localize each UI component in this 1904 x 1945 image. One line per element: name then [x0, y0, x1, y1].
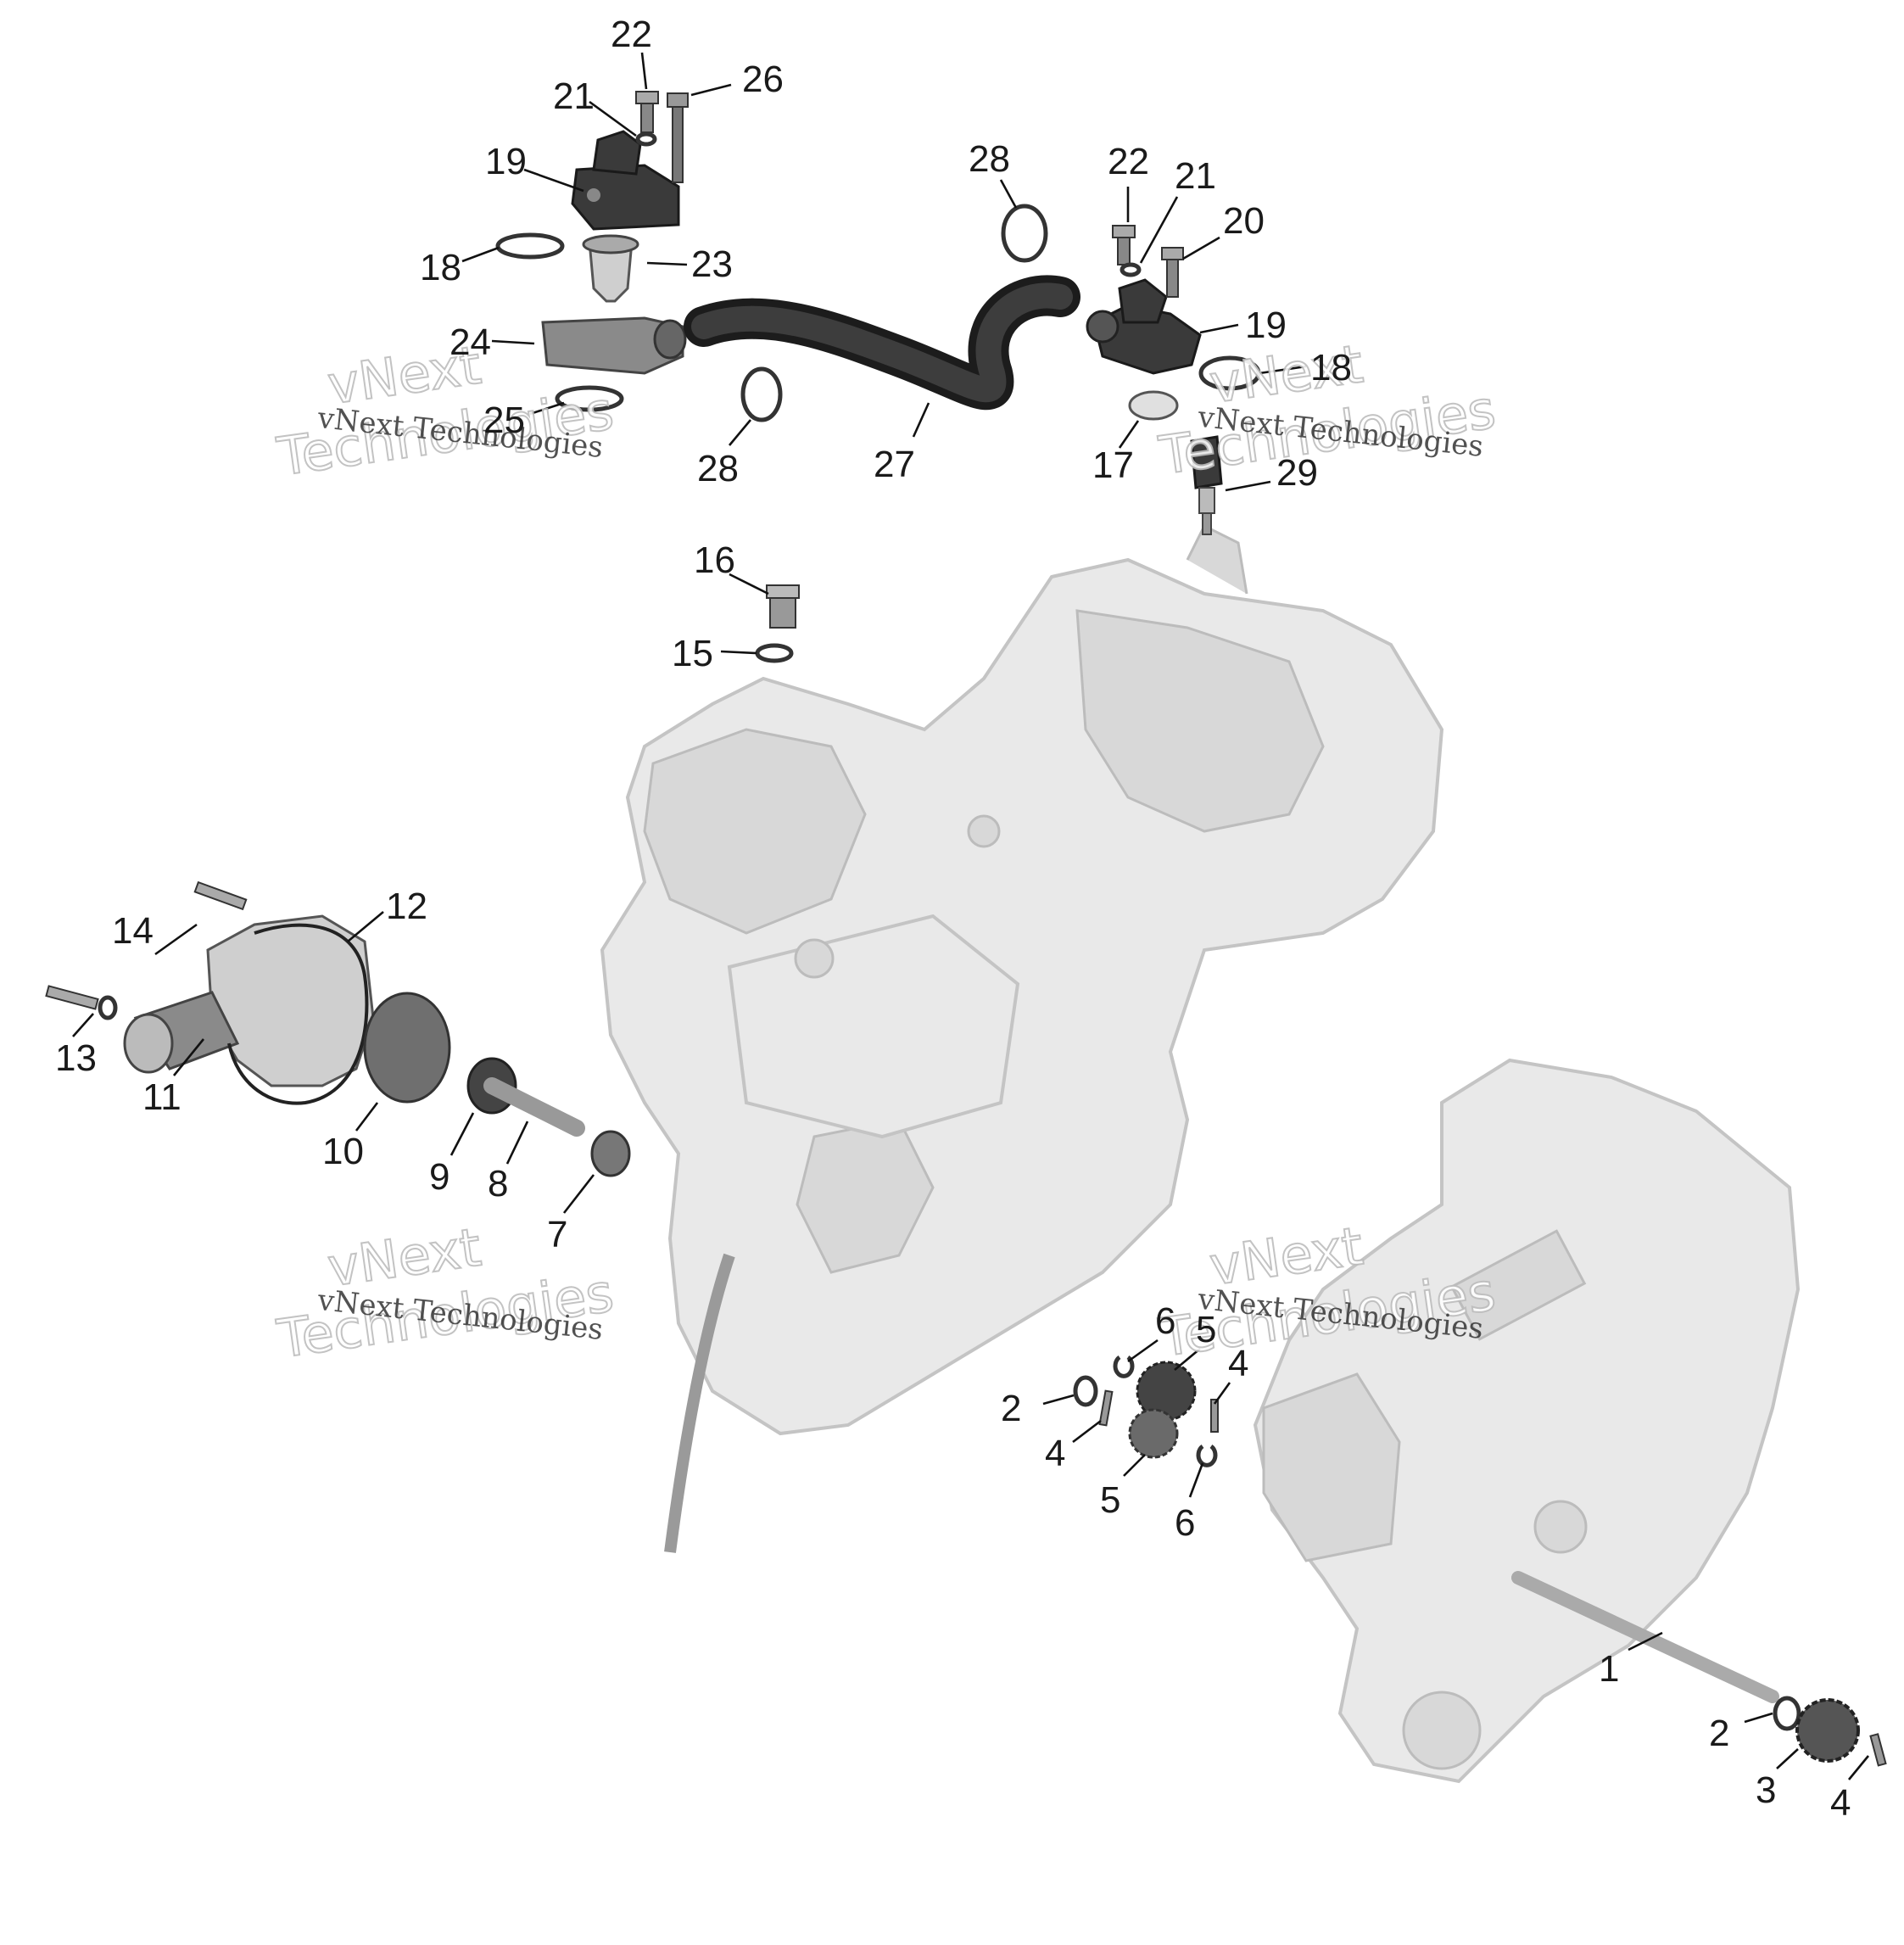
callout-28: 28 — [969, 138, 1010, 180]
callout-4: 4 — [1228, 1343, 1248, 1384]
bolt-26 — [667, 92, 689, 183]
callout-23: 23 — [691, 243, 733, 285]
callout-22: 22 — [1108, 141, 1149, 182]
impeller-10 — [363, 992, 451, 1104]
callout-4: 4 — [1830, 1782, 1851, 1824]
callout-14: 14 — [112, 910, 154, 952]
callout-5: 5 — [1100, 1479, 1120, 1521]
callout-21: 21 — [553, 75, 595, 117]
clip-6-lower — [1196, 1444, 1218, 1467]
thermostat-23 — [582, 234, 639, 303]
callout-7: 7 — [547, 1214, 567, 1255]
callout-2: 2 — [1709, 1713, 1729, 1754]
callout-11: 11 — [142, 1076, 181, 1118]
bolt-14-lower — [45, 985, 99, 1010]
callout-27: 27 — [874, 444, 915, 485]
callout-19: 19 — [485, 141, 527, 182]
plug-16 — [766, 584, 800, 629]
callout-29: 29 — [1276, 452, 1318, 494]
sensor-29 — [1190, 435, 1223, 535]
watermark-top-left: vNext Technologies vNext Technologies — [272, 333, 618, 489]
callout-25: 25 — [483, 400, 525, 441]
o-ring-18-left — [495, 232, 565, 260]
callout-13: 13 — [55, 1037, 97, 1079]
pin-4-bottom — [1869, 1733, 1887, 1767]
shaft-1 — [1511, 1571, 1779, 1703]
thermostat-housing-left — [571, 130, 680, 231]
callout-8: 8 — [488, 1163, 508, 1204]
callout-18: 18 — [420, 247, 461, 288]
pin-4-center-left — [1098, 1389, 1114, 1427]
washer-15 — [755, 643, 794, 663]
thermostat-housing-right — [1086, 278, 1202, 375]
callout-9: 9 — [429, 1156, 449, 1198]
callout-5: 5 — [1196, 1309, 1216, 1350]
bearing-7 — [590, 1130, 631, 1177]
bolt-20 — [1161, 247, 1184, 298]
callout-15: 15 — [672, 633, 713, 674]
callout-24: 24 — [449, 321, 491, 363]
bolt-22-left — [635, 91, 659, 133]
hose-clamp-28-right — [1001, 204, 1048, 263]
crankcase-cover — [1253, 1058, 1801, 1784]
callout-17: 17 — [1092, 444, 1134, 486]
gear-5-upper — [1136, 1361, 1197, 1422]
o-ring-25 — [555, 385, 624, 412]
engine-block — [600, 523, 1444, 1553]
callout-22: 22 — [611, 14, 652, 55]
callout-labels: 22 21 26 19 18 23 24 25 28 28 27 22 21 2… — [55, 14, 1851, 1824]
callout-10: 10 — [322, 1131, 364, 1172]
gear-5-lower — [1128, 1408, 1179, 1459]
washer-17 — [1128, 390, 1179, 421]
watermark-top-right: vNext Technologies vNext Technologies — [1154, 332, 1500, 488]
bolt-22-right — [1112, 225, 1136, 265]
callout-12: 12 — [386, 886, 427, 927]
washer-13 — [98, 995, 118, 1020]
callout-16: 16 — [694, 539, 735, 581]
washer-2-center — [1073, 1375, 1098, 1407]
leader-lines — [72, 52, 1870, 1780]
washer-21-left — [635, 131, 657, 147]
water-pump-cover-11 — [123, 914, 375, 1087]
bolt-14-upper — [193, 880, 248, 911]
clip-6-upper — [1113, 1355, 1135, 1378]
callout-4: 4 — [1045, 1433, 1065, 1474]
callout-6: 6 — [1155, 1300, 1175, 1342]
callout-19: 19 — [1245, 305, 1287, 346]
callout-6: 6 — [1175, 1502, 1195, 1544]
pin-4-center-right — [1210, 1399, 1219, 1433]
callout-20: 20 — [1223, 200, 1265, 242]
callout-28: 28 — [697, 448, 739, 489]
o-ring-18-right — [1198, 355, 1261, 391]
callout-3: 3 — [1756, 1769, 1776, 1811]
gear-3 — [1795, 1698, 1860, 1763]
thermostat-base-24 — [541, 316, 687, 375]
washer-21-right — [1120, 262, 1142, 277]
hose-clamp-28-left — [740, 366, 783, 422]
hose-27 — [684, 275, 1080, 411]
callout-18: 18 — [1310, 347, 1352, 388]
callout-21: 21 — [1175, 155, 1216, 197]
washer-2-bottom — [1773, 1696, 1801, 1731]
callout-1: 1 — [1599, 1648, 1619, 1690]
shaft-8 — [483, 1077, 585, 1137]
gasket-12 — [227, 923, 369, 1105]
callout-2: 2 — [1001, 1388, 1021, 1429]
callout-26: 26 — [742, 59, 784, 100]
